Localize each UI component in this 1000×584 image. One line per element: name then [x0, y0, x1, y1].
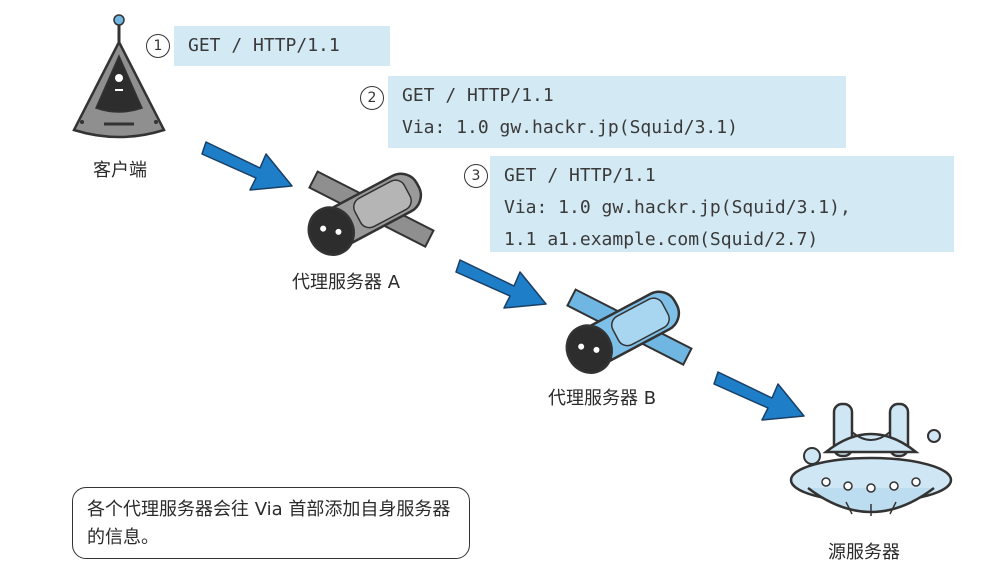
arrow-proxy-b-to-origin-icon	[713, 371, 805, 421]
proxy-server-b-icon	[565, 288, 693, 374]
step-1-number: 1	[146, 34, 170, 58]
step-2-line-2: Via: 1.0 gw.hackr.jp(Squid/3.1)	[402, 117, 738, 138]
arrow-proxy-a-to-proxy-b-icon	[455, 259, 547, 309]
client-label: 客户端	[93, 160, 147, 181]
proxy-a-label: 代理服务器 A	[292, 272, 401, 293]
note-box: 各个代理服务器会往 Via 首部添加自身服务器的信息。	[72, 487, 470, 559]
step-2-number: 2	[360, 86, 384, 110]
step-1-message: GET / HTTP/1.1	[174, 26, 390, 66]
step-1-line-1: GET / HTTP/1.1	[188, 35, 340, 56]
origin-server-label: 源服务器	[828, 542, 900, 563]
step-3-line-2: Via: 1.0 gw.hackr.jp(Squid/3.1),	[504, 197, 851, 218]
step-3-line-3: 1.1 a1.example.com(Squid/2.7)	[504, 229, 819, 250]
proxy-b-label: 代理服务器 B	[548, 388, 657, 409]
arrow-client-to-proxy-a-icon	[201, 141, 293, 191]
step-2-line-1: GET / HTTP/1.1	[402, 85, 554, 106]
step-3-number: 3	[464, 164, 488, 188]
proxy-server-a-icon	[307, 170, 435, 256]
origin-server-icon	[789, 402, 953, 516]
client-robot-icon	[72, 14, 166, 139]
step-3-line-1: GET / HTTP/1.1	[504, 165, 656, 186]
